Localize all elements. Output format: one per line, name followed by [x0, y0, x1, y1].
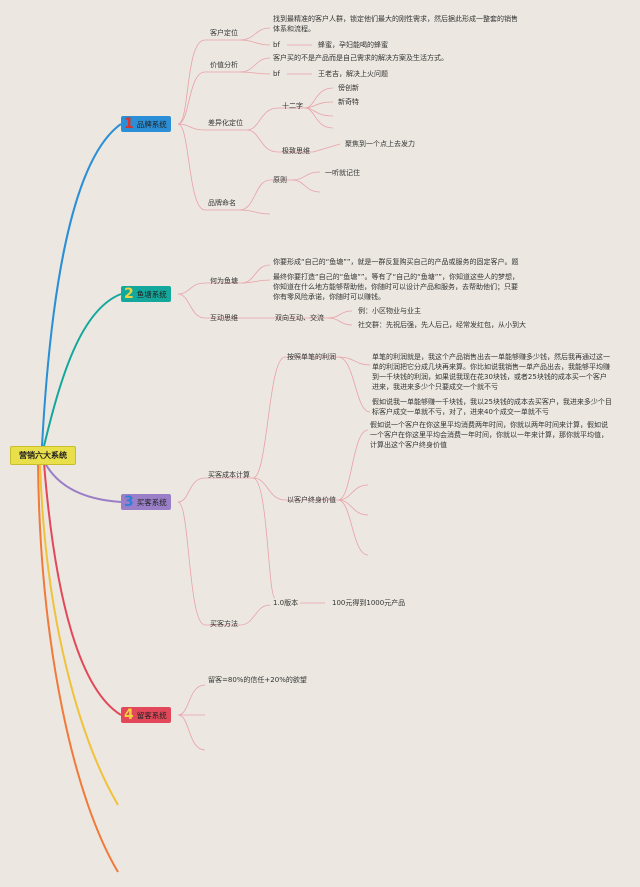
node-version: 1.0版本 [273, 599, 299, 607]
node-bf-2-value: 王老吉，解决上火问题 [318, 70, 388, 78]
system-node-pond: 2 鱼塘系统 [121, 286, 171, 302]
node-diff-position: 差异化定位 [208, 119, 243, 127]
system-node-brand: 1 品牌系统 [121, 116, 171, 132]
node-pond-text-2: 最终你要打造“自己的“鱼塘””。等有了“自己的“鱼塘””，你知道这些人的梦想，你… [273, 273, 520, 301]
node-customer-position: 客户定位 [210, 29, 238, 37]
node-customer-position-text: 找到最精准的客户人群，锁定他们最大的刚性需求，然后据此形成一整套的销售体系和流程… [273, 15, 518, 33]
system-number: 1 [124, 116, 134, 132]
system-number: 3 [124, 494, 134, 510]
system-label: 留客系统 [136, 710, 167, 720]
node-lifetime-text: 假如说一个客户在你这里平均消费两年时间，你就以两年时间来计算，假如说一个客户在你… [370, 421, 608, 449]
system-node-retain: 4 留客系统 [121, 707, 171, 723]
node-twelve-words: 十二字 [282, 102, 303, 110]
node-value-text: 客户买的不是产品而是自己需求的解决方案及生活方式。 [273, 54, 448, 62]
node-value-analysis: 价值分析 [210, 61, 238, 69]
node-new-strange: 新奇特 [338, 98, 359, 106]
node-example: 例：小区物业与业主 [358, 307, 421, 315]
node-principle: 原则 [273, 176, 287, 184]
node-single-text-2: 假如说我一单能够赚一千块钱，我以25块钱的成本去买客户，我进来多少个目标客户成交… [372, 398, 612, 416]
node-bf-1-value: 蜂蜜，孕妇能喝的蜂蜜 [318, 41, 388, 49]
system-label: 品牌系统 [136, 119, 167, 129]
system-number: 4 [124, 707, 134, 723]
node-bf-1: bf [273, 41, 280, 49]
node-lifetime-value: 以客户终身价值 [287, 496, 336, 504]
node-pond-text-1: 你要形成“自己的“鱼塘””，就是一群反复购买自己的产品或服务的固定客户。题 [273, 258, 519, 266]
node-retain-formula: 留客=80%的信任+20%的欲望 [208, 676, 307, 684]
node-cost-calc: 买客成本计算 [208, 471, 250, 479]
node-single-profit: 按照单笔的利润 [287, 353, 336, 361]
node-why-pond: 何为鱼塘 [210, 277, 238, 285]
node-new-innovation: 傍创新 [338, 84, 359, 92]
node-single-text-1: 单笔的利润就是，我这个产品销售出去一单能够赚多少钱，然后我再通过这一单的利润把它… [372, 353, 610, 391]
node-brand-naming: 品牌命名 [208, 199, 236, 207]
node-bf-2: bf [273, 70, 280, 78]
node-version-text: 100元得到1000元产品 [332, 599, 406, 607]
node-extreme-thinking: 极致思维 [282, 147, 310, 155]
node-focus-point: 聚焦到一个点上去发力 [345, 140, 415, 148]
system-label: 鱼塘系统 [136, 289, 167, 299]
root-node: 营销六大系统 [10, 446, 76, 465]
node-social: 社交群：先祝后强，先人后己，经常发红包，从小到大 [358, 321, 526, 329]
node-buy-method: 买客方法 [210, 620, 238, 628]
system-node-buy: 3 买客系统 [121, 494, 171, 510]
node-two-way: 双向互动、交流 [275, 314, 324, 322]
system-label: 买客系统 [136, 497, 167, 507]
system-number: 2 [124, 286, 134, 302]
node-interaction: 互动思维 [210, 314, 238, 322]
node-remember: 一听就记住 [325, 169, 360, 177]
